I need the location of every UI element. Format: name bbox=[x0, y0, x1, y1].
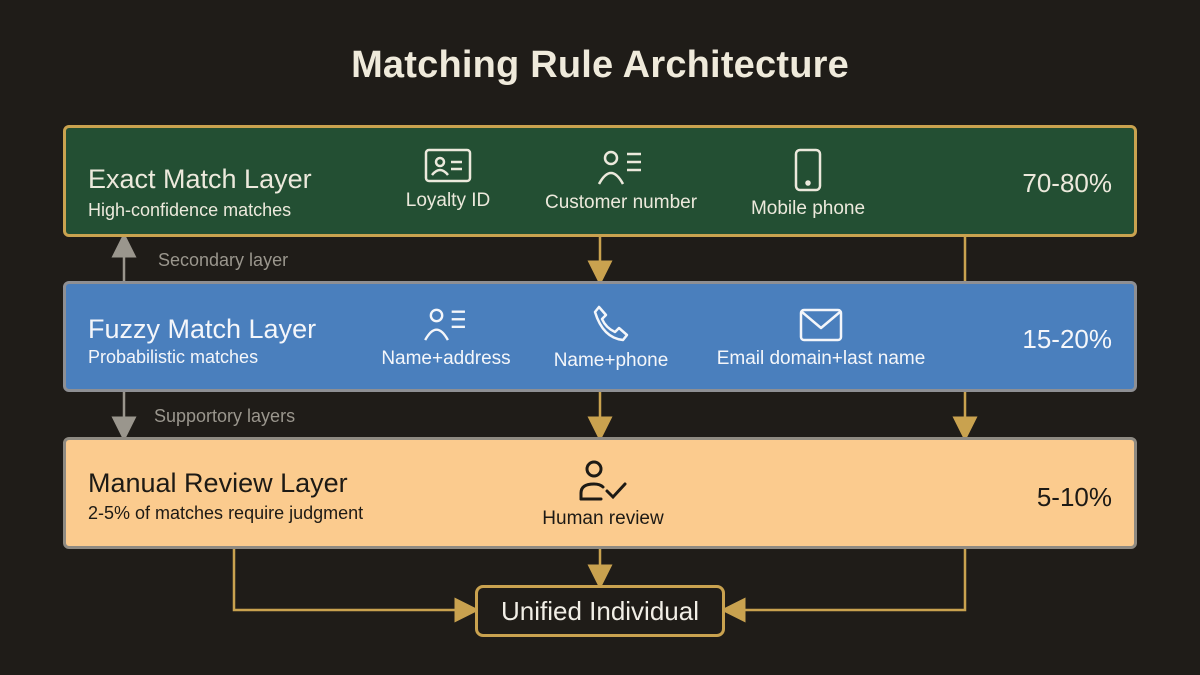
exact-match-layer: Exact Match Layer High-confidence matche… bbox=[63, 125, 1137, 237]
fuzzy-match-layer: Fuzzy Match Layer Probabilistic matches … bbox=[63, 281, 1137, 392]
user-check-icon bbox=[579, 460, 627, 501]
layer-name: Exact Match Layer bbox=[88, 164, 312, 194]
item-customer-number: Customer number bbox=[536, 148, 706, 214]
layer-name: Fuzzy Match Layer bbox=[88, 314, 317, 344]
layer-percentage: 70-80% bbox=[1022, 168, 1112, 198]
layer-percentage: 5-10% bbox=[1036, 482, 1112, 512]
layer-subtitle: 2-5% of matches require judgment bbox=[88, 503, 364, 523]
item-human-review: Human review bbox=[528, 460, 678, 530]
layer-subtitle: High-confidence matches bbox=[88, 200, 292, 220]
item-email-domain-last-name: Email domain+last name bbox=[701, 308, 941, 370]
user-list-icon bbox=[597, 150, 641, 185]
supportory-layers-label: Supportory layers bbox=[154, 406, 296, 426]
layer-name: Manual Review Layer bbox=[88, 468, 348, 498]
manual-review-layer: Manual Review Layer 2-5% of matches requ… bbox=[63, 437, 1137, 549]
layer-subtitle: Probabilistic matches bbox=[88, 347, 259, 367]
user-list-icon bbox=[424, 308, 465, 341]
phone-icon bbox=[593, 305, 629, 342]
layer-percentage: 15-20% bbox=[1022, 324, 1112, 354]
item-name-address: Name+address bbox=[371, 306, 521, 370]
item-mobile-phone: Mobile phone bbox=[738, 148, 878, 220]
unified-individual-box: Unified Individual bbox=[475, 585, 725, 637]
secondary-layer-label: Secondary layer bbox=[158, 250, 289, 270]
envelope-icon bbox=[799, 308, 843, 342]
mobile-phone-icon bbox=[794, 148, 822, 192]
id-card-icon bbox=[424, 148, 472, 183]
item-name-phone: Name+phone bbox=[541, 304, 681, 372]
diagram-title: Matching Rule Architecture bbox=[351, 44, 849, 86]
item-loyalty-id: Loyalty ID bbox=[393, 148, 503, 212]
